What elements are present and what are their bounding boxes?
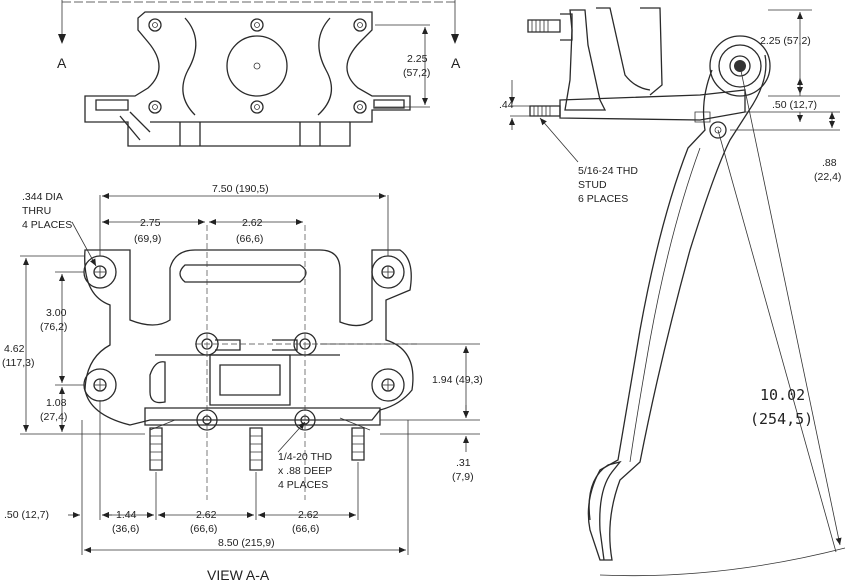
pedal-arm [587, 54, 767, 561]
section-marker-left: A [57, 55, 67, 71]
dim-144: 1.44 [116, 509, 137, 521]
stud-right [351, 427, 365, 461]
bolt-hole [148, 18, 162, 32]
thread-note-line3: 4 PLACES [278, 479, 328, 491]
section-arrow-right [451, 34, 459, 44]
dim-height-mm: (57,2) [403, 67, 430, 79]
dim-850: 8.50 (215,9) [218, 537, 275, 549]
mounting-plate [84, 249, 414, 426]
section-arrow-left [58, 34, 66, 44]
lower-rail [144, 407, 381, 426]
view-label: VIEW A-A [207, 567, 270, 583]
front-view: 7.50 (190,5) 2.75 (69,9) 2.62 (66,6) .34… [2, 183, 483, 583]
hole-note-line3: 4 PLACES [22, 219, 72, 231]
dim-side-44: .44 [499, 99, 514, 111]
dim-108: 1.08 [46, 397, 67, 409]
dim-462-mm: (117,3) [2, 357, 35, 369]
hole-note-line2: THRU [22, 205, 51, 217]
pedal-ratio-line [717, 129, 837, 553]
thread-note-line2: x .88 DEEP [278, 465, 332, 477]
stud-note-line3: 6 PLACES [578, 193, 628, 205]
right-web [317, 17, 333, 116]
dim-262-b2-mm: (66,6) [292, 523, 319, 535]
dim-side-88: .88 [822, 157, 837, 169]
bolt-hole [148, 100, 162, 114]
dim-262-top-mm: (66,6) [236, 233, 263, 245]
dim-50-bottom: .50 (12,7) [4, 509, 49, 521]
dim-275: 2.75 [140, 217, 161, 229]
pivot-bearing [729, 55, 751, 77]
bolt-hole [353, 18, 367, 32]
hole-note-line1: .344 DIA [22, 191, 63, 203]
section-marker-right: A [451, 55, 461, 71]
stud-left [149, 427, 163, 471]
pivot-hub-outer [709, 35, 771, 97]
dim-side-50: .50 (12,7) [772, 99, 817, 111]
side-bracket [564, 9, 607, 111]
dim-462: 4.62 [4, 343, 25, 355]
pedal-pad [588, 460, 622, 561]
dim-300-mm: (76,2) [40, 321, 67, 333]
dim-side-88-mm: (22,4) [814, 171, 841, 183]
pedal-length: 10.02 [760, 386, 805, 404]
pushrod-pivot [709, 121, 727, 139]
dim-31: .31 [456, 457, 471, 469]
bolt-hole [250, 18, 264, 32]
top-stud [527, 19, 561, 33]
dim-275-mm: (69,9) [134, 233, 161, 245]
left-tab [95, 99, 129, 111]
side-base-plate [559, 89, 746, 121]
dim-262-top: 2.62 [242, 217, 263, 229]
center-window [209, 354, 291, 406]
dim-height-in: 2.25 [407, 53, 428, 65]
mount-hole-br [371, 368, 405, 402]
left-web [182, 17, 197, 116]
center-bore [226, 35, 288, 97]
stud-note-line1: 5/16-24 THD [578, 165, 638, 177]
thread-note-line1: 1/4-20 THD [278, 451, 332, 463]
master-cylinder-outline [640, 7, 663, 96]
bolt-hole [353, 100, 367, 114]
dim-31-mm: (7,9) [452, 471, 474, 483]
upper-slot [179, 264, 307, 283]
dim-300: 3.00 [46, 307, 67, 319]
stud-center [249, 427, 263, 471]
top-view-housing [84, 11, 411, 147]
right-tab [373, 99, 405, 109]
side-view: 2.25 (57,2) .50 (12,7) .88 (22,4) .44 5/… [499, 7, 846, 577]
left-slot [149, 361, 166, 404]
side-stud [529, 105, 561, 117]
stud-note-line2: STUD [578, 179, 607, 191]
pedal-arc [599, 547, 846, 577]
bolt-hole [250, 100, 264, 114]
dim-194: 1.94 (49,3) [432, 374, 483, 386]
bracket-edge [596, 7, 651, 91]
pedal-length-mm: (254,5) [750, 410, 813, 428]
dim-262-b2: 2.62 [298, 509, 319, 521]
dim-side-top: 2.25 (57,2) [760, 35, 811, 47]
dim-750: 7.50 (190,5) [212, 183, 269, 195]
dim-144-mm: (36,6) [112, 523, 139, 535]
dim-262-b1: 2.62 [196, 509, 217, 521]
top-view: A A 2.25 (57,2) [57, 0, 461, 147]
dim-262-b1-mm: (66,6) [190, 523, 217, 535]
dim-108-mm: (27,4) [40, 411, 67, 423]
